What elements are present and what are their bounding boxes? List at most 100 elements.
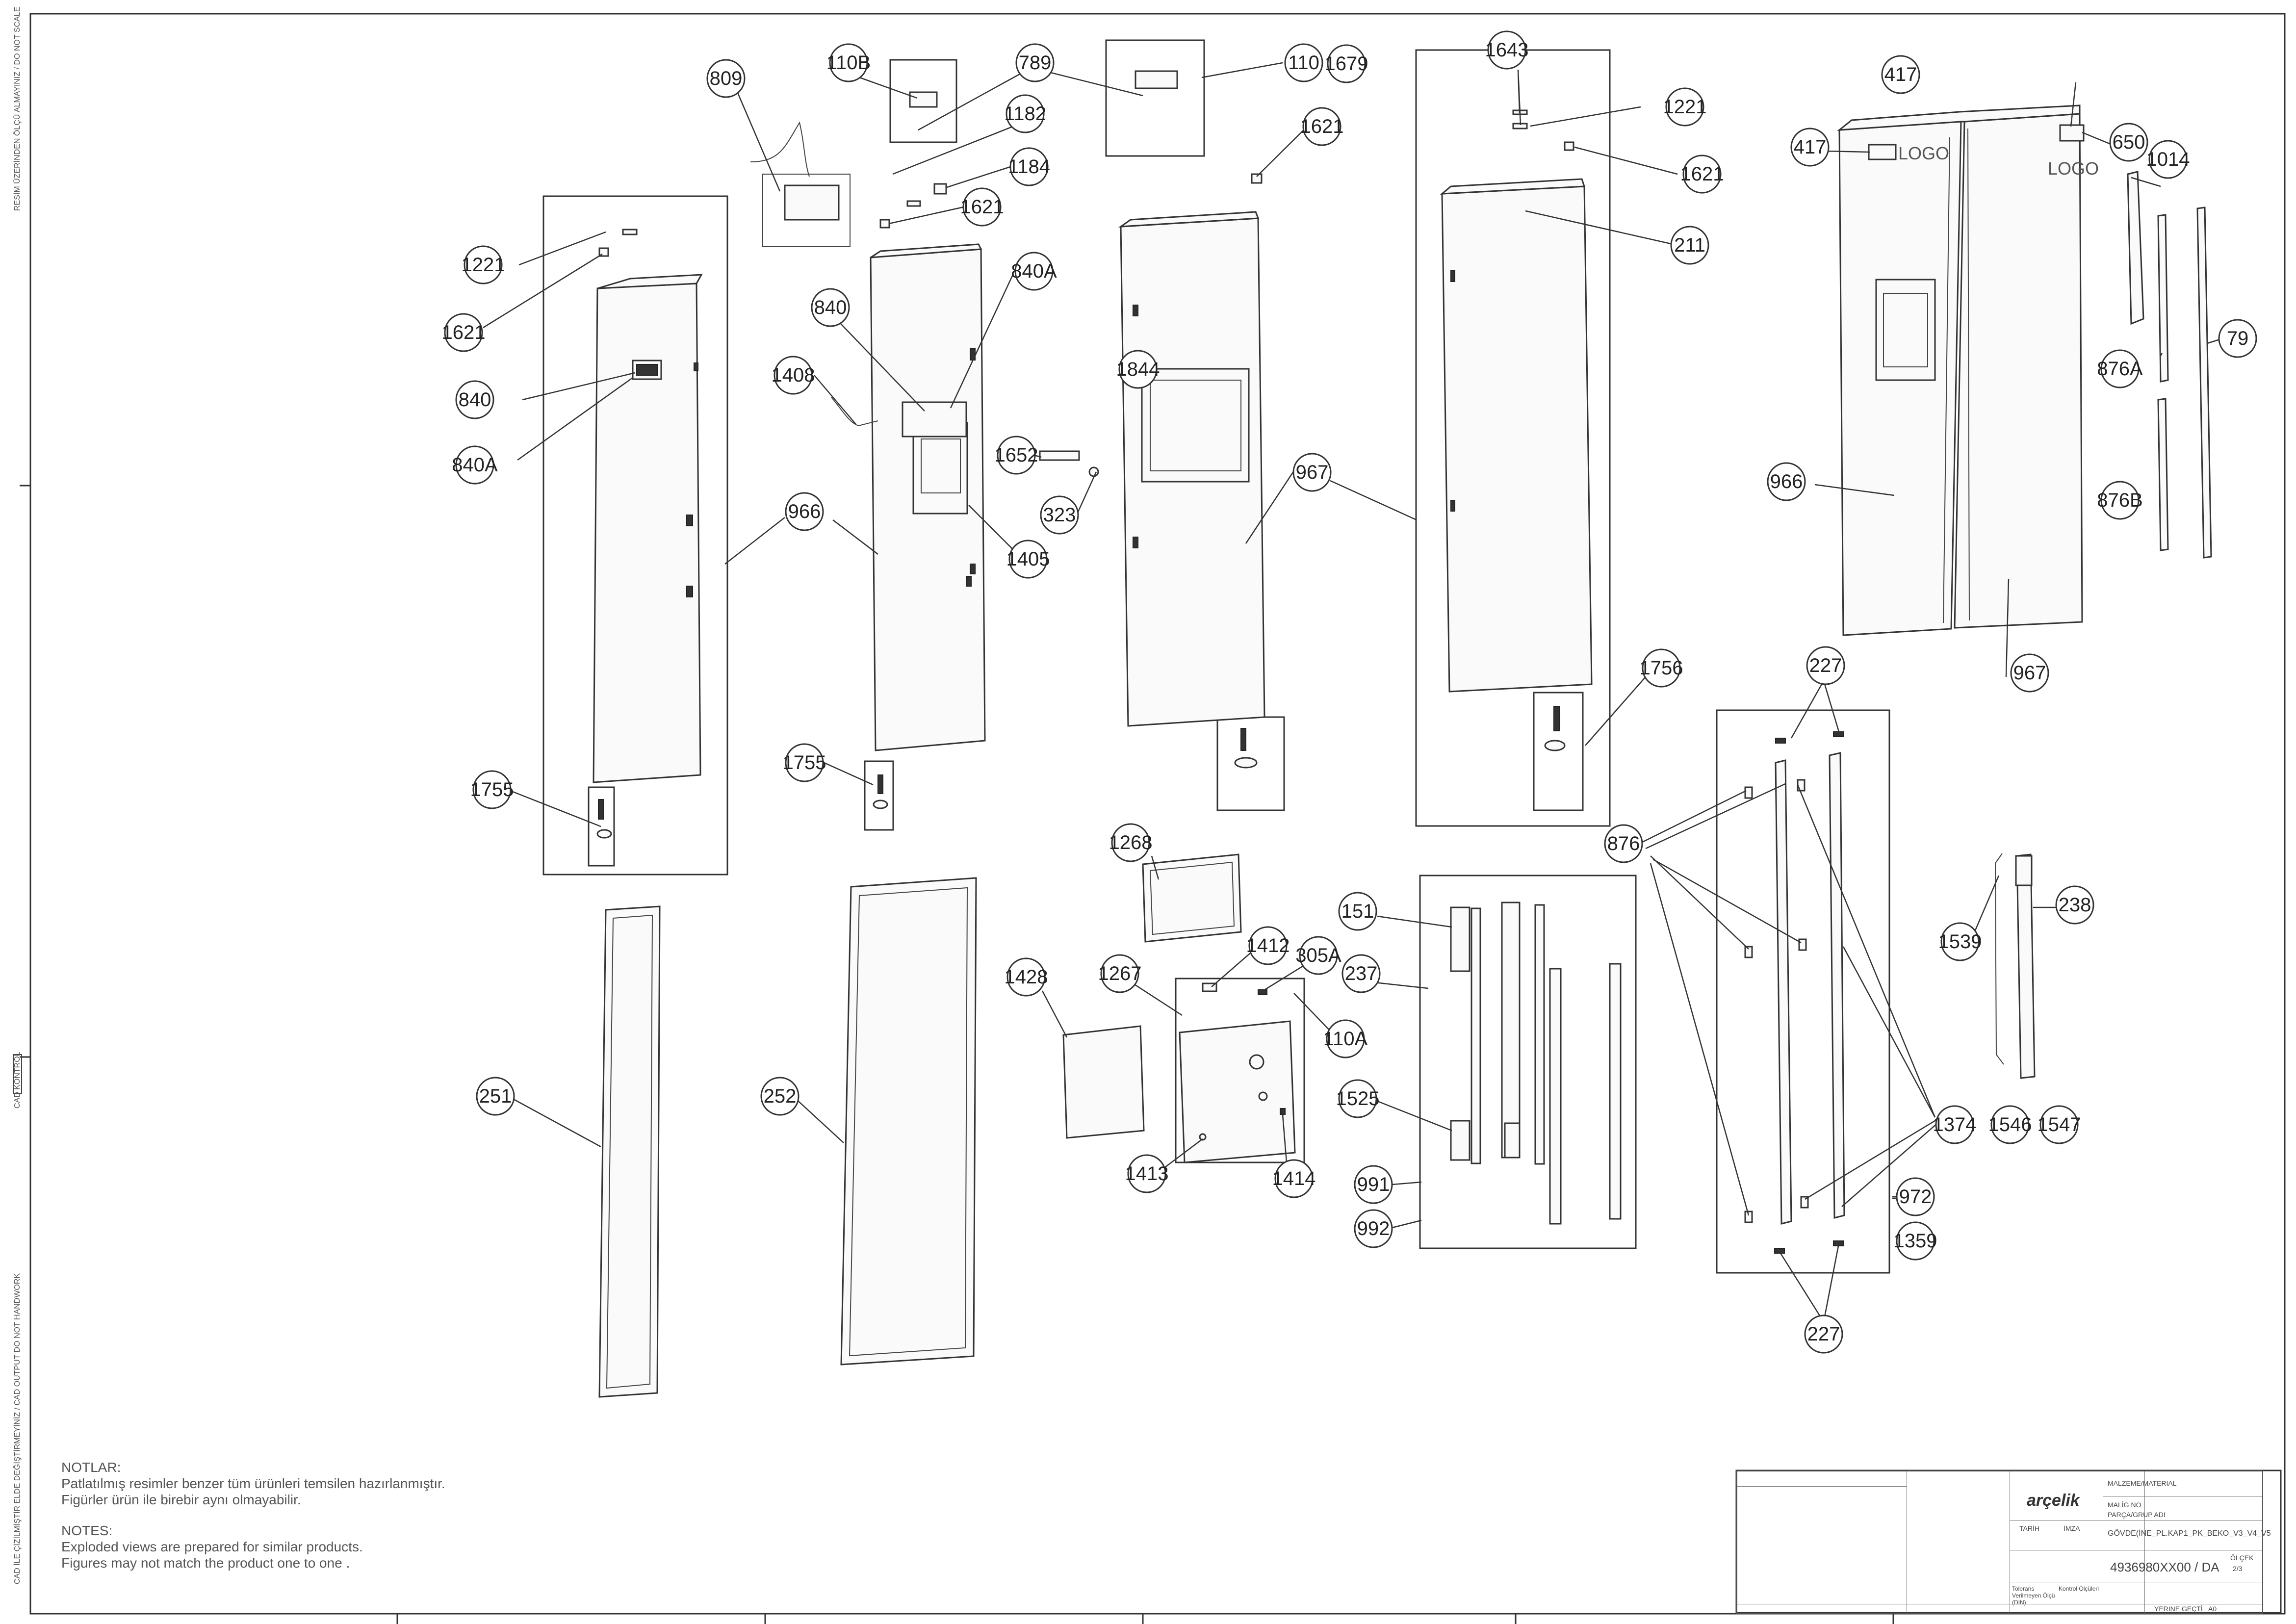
callout-251: 251 (476, 1077, 515, 1116)
door-slot (966, 576, 972, 587)
callout-305A: 305A (1295, 936, 1341, 975)
callout-label: 251 (479, 1085, 512, 1107)
handle-cap (1833, 731, 1844, 737)
callout-label: 110B (826, 52, 871, 74)
callout-circle (1767, 462, 1806, 501)
callout-circle (1354, 1165, 1393, 1204)
callout-110B: 110B (826, 43, 871, 82)
callout-1755: 1755 (783, 743, 826, 782)
callout-label: 1643 (1485, 39, 1529, 61)
handle-bracket (1744, 786, 1753, 799)
callout-840A: 840A (1011, 252, 1057, 291)
callout-238: 238 (2055, 885, 2094, 925)
brand-logo: arçelik (2027, 1491, 2080, 1510)
callout-circle (1990, 1105, 2030, 1144)
callout-992: 992 (1354, 1209, 1393, 1248)
group-frame-door-1 (542, 195, 728, 876)
handle-bracket (1800, 1196, 1809, 1209)
handle-151-e (1549, 968, 1562, 1225)
callout-circle (1040, 495, 1079, 535)
handle-151-b (1470, 907, 1481, 1164)
handle-238 (2016, 853, 2036, 1079)
callout-circle (1100, 954, 1139, 993)
callout-circle (2109, 123, 2148, 162)
notes-line2-en: Figures may not match the product one to… (61, 1555, 350, 1571)
callout-circle (706, 59, 746, 98)
gasket-252 (840, 877, 977, 1366)
callout-151: 151 (1338, 892, 1377, 931)
callout-876: 876 (1604, 824, 1643, 863)
callout-circle (1790, 128, 1830, 167)
handle-cap (1774, 1248, 1785, 1254)
callout-label: 211 (1674, 234, 1705, 256)
callout-circle (1015, 43, 1055, 82)
door-top-cap-2 (870, 243, 982, 258)
handle-151-a (1450, 906, 1470, 972)
hinge-1756 (1553, 706, 1560, 731)
callout-circle (1665, 87, 1704, 127)
handle-bracket (1798, 938, 1807, 951)
window-glass (1150, 380, 1241, 471)
callout-circle (1487, 30, 1526, 70)
callout-1184: 1184 (1008, 147, 1050, 186)
group-frame-hinge-1756 (1533, 692, 1584, 811)
icemaker-wire (750, 121, 810, 177)
fridge-handle-left (1943, 137, 1950, 623)
door-slot (1133, 305, 1138, 316)
fridge-handle-right (1967, 128, 1970, 621)
callout-circle (1327, 44, 1366, 83)
callout-label: 650 (2113, 131, 2145, 153)
handle-227-b (1829, 752, 1845, 1219)
group-frame-hinge-1755a (588, 786, 615, 867)
callout-circle (1881, 55, 1920, 94)
callout-circle (1354, 1209, 1393, 1248)
handle-151-d (1534, 904, 1545, 1165)
callout-1221: 1221 (462, 245, 505, 284)
notes-line2-tr: Figürler ürün ile birebir aynı olmayabil… (61, 1492, 301, 1507)
paper-size: A0 (2208, 1605, 2217, 1613)
callout-966: 966 (785, 492, 824, 531)
cad-control-box (13, 1054, 22, 1094)
dispenser-inner (921, 438, 961, 493)
callout-252: 252 (760, 1077, 800, 1116)
callout-label: 1408 (772, 364, 815, 386)
callout-1547: 1547 (2038, 1105, 2081, 1144)
callout-label: 1621 (960, 196, 1004, 218)
callout-circle (1341, 954, 1381, 993)
callout-label: 1405 (1006, 548, 1050, 570)
callout-label: 1359 (1894, 1230, 1937, 1252)
group-frame-hinge-top (1105, 39, 1205, 157)
part-1621-right (1564, 141, 1574, 151)
callout-circle (472, 770, 512, 809)
door-top-cap-4 (1440, 178, 1586, 195)
callout-label: 227 (1807, 1323, 1840, 1345)
panel-hole (1258, 1091, 1268, 1101)
callout-1621: 1621 (1680, 155, 1724, 194)
callout-label: 840 (814, 297, 847, 318)
scale-label: ÖLÇEK (2230, 1554, 2254, 1562)
callout-label: 1756 (1640, 657, 1683, 679)
group-frame-handles-151 (1419, 875, 1637, 1249)
side-label-top: RESİM ÜZERİNDEN ÖLÇÜ ALMAYINIZ / DO NOT … (12, 7, 22, 211)
hinge-3 (1240, 728, 1246, 751)
notes-heading-en: NOTES: (61, 1523, 113, 1538)
callout-label: 967 (1296, 462, 1329, 483)
callout-1844: 1844 (1116, 350, 1160, 389)
callout-label: 1374 (1933, 1114, 1977, 1135)
callout-876A: 876A (2097, 349, 2143, 388)
callout-circle (2148, 140, 2188, 179)
handle-cap (1775, 738, 1786, 744)
callout-label: 992 (1357, 1218, 1390, 1239)
drawing-border (29, 13, 2286, 1615)
callout-227: 227 (1804, 1315, 1843, 1354)
callout-1413: 1413 (1125, 1154, 1168, 1193)
callout-label: 79 (2227, 328, 2249, 349)
side-label-bottom: CAD İLE ÇİZİLMİŞTİR ELDE DEĞİŞTİRMEYİNİZ… (12, 1273, 22, 1584)
door-slot (1133, 537, 1138, 548)
wire-1408 (831, 397, 878, 427)
part-876A (2157, 214, 2169, 383)
notes-heading-tr: NOTLAR: (61, 1460, 121, 1475)
callout-circle (1009, 147, 1049, 186)
handle-bracket (1744, 1211, 1753, 1223)
